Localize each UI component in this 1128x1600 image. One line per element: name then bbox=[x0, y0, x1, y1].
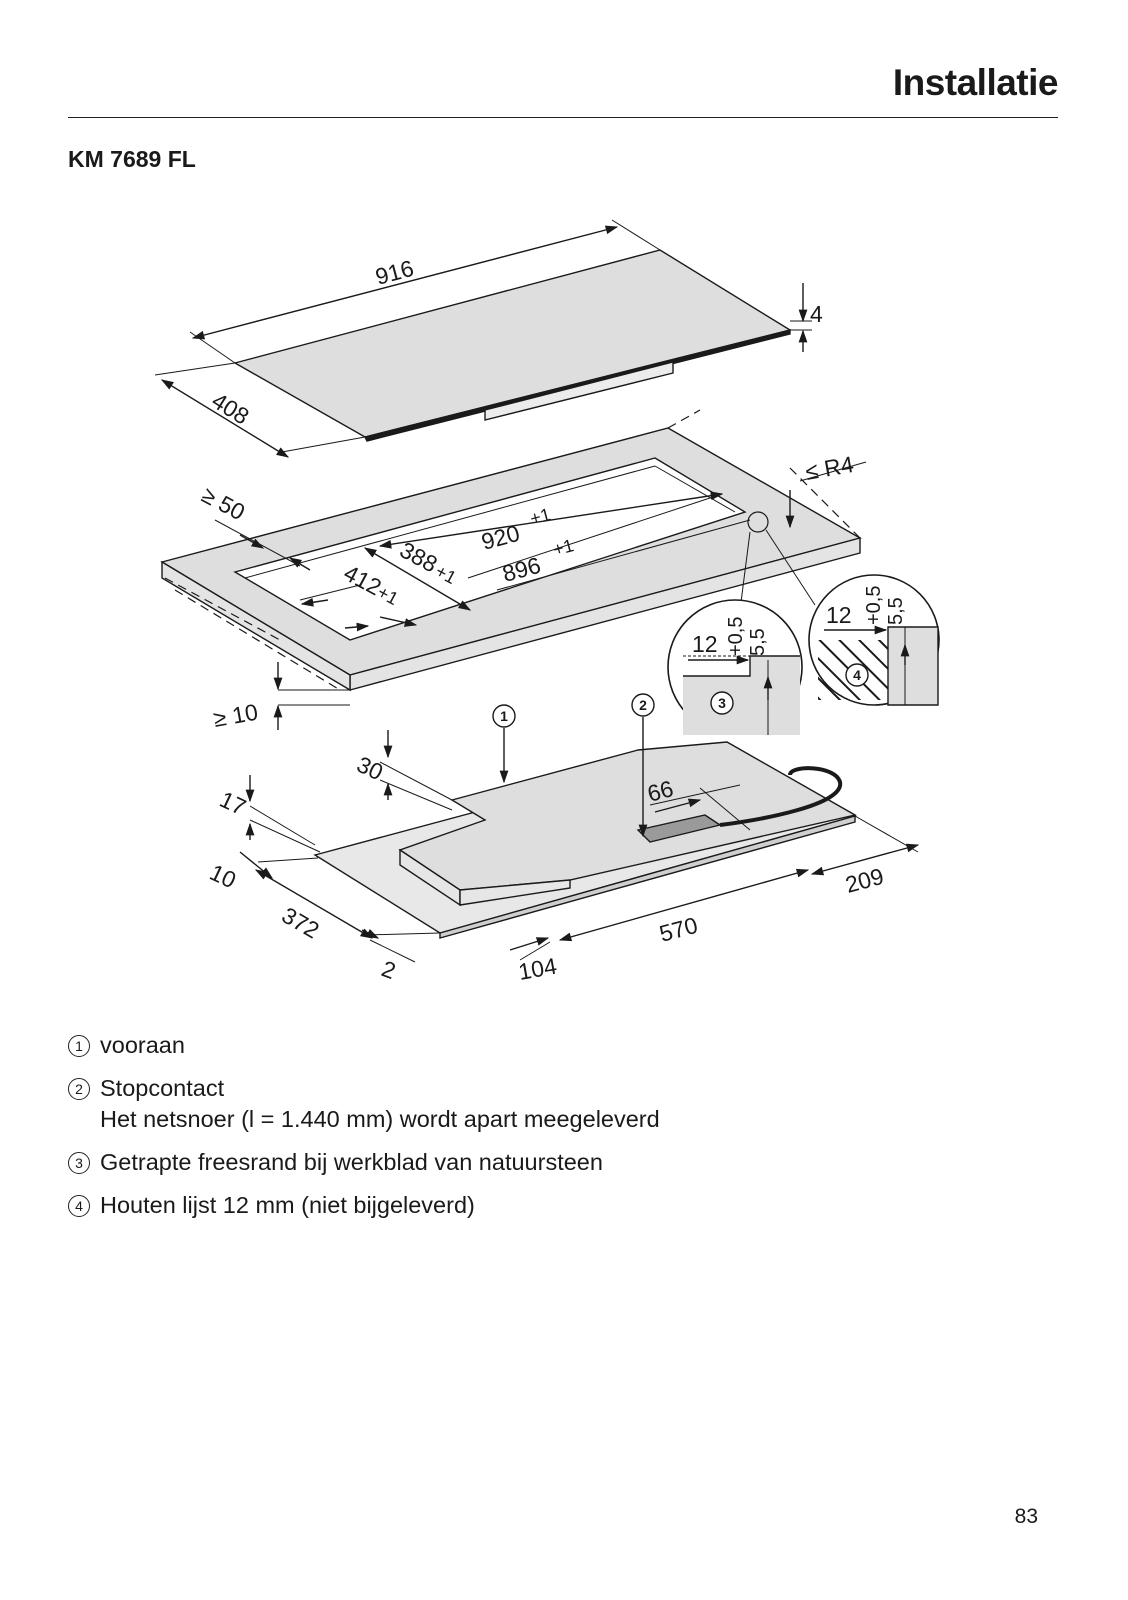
legend: 1 vooraan 2 Stopcontact Het netsnoer (l … bbox=[68, 1030, 968, 1233]
dim-388-tol: +1 bbox=[432, 561, 460, 588]
legend-item: 2 Stopcontact Het netsnoer (l = 1.440 mm… bbox=[68, 1073, 968, 1135]
detail3-tol: +0,5 bbox=[725, 617, 747, 656]
detail3-dim-55: 5,5 bbox=[747, 628, 769, 656]
dim-916: 916 bbox=[373, 255, 417, 290]
legend-number: 2 bbox=[68, 1078, 90, 1100]
dim-30: 30 bbox=[353, 751, 387, 785]
callout-3: 3 bbox=[718, 695, 726, 711]
model-heading: KM 7689 FL bbox=[68, 146, 196, 172]
dim-920: 920 bbox=[479, 520, 523, 555]
legend-text: Stopcontact bbox=[100, 1075, 225, 1101]
dim-896-tol: +1 bbox=[551, 535, 576, 560]
dim-radius-4: ≤ R4 bbox=[803, 451, 855, 485]
callout-1: 1 bbox=[500, 708, 508, 724]
legend-item: 1 vooraan bbox=[68, 1030, 968, 1061]
cooktop-base-unit bbox=[313, 741, 857, 939]
legend-item: 4 Houten lijst 12 mm (niet bijgeleverd) bbox=[68, 1190, 968, 1221]
dim-min-10: ≥ 10 bbox=[211, 699, 259, 732]
dim-2: 2 bbox=[378, 955, 399, 984]
dim-408: 408 bbox=[207, 387, 253, 429]
dim-372: 372 bbox=[278, 902, 324, 944]
detail4-tol: +0,5 bbox=[863, 586, 885, 625]
callout-4: 4 bbox=[853, 667, 861, 683]
legend-number: 3 bbox=[68, 1152, 90, 1174]
cooktop-glass bbox=[233, 249, 792, 442]
callout-2: 2 bbox=[639, 697, 647, 713]
installation-drawing: 916 408 4 ≤ R4 ≥ 50 920 +1 896 +1 388 +1… bbox=[154, 219, 940, 985]
detail-4-wooden-strip bbox=[808, 574, 940, 706]
header-divider bbox=[68, 117, 1058, 118]
detail4-dim-12: 12 bbox=[826, 602, 852, 628]
dim-920-tol: +1 bbox=[528, 504, 553, 529]
dim-104: 104 bbox=[516, 953, 559, 985]
legend-text: vooraan bbox=[100, 1032, 185, 1058]
countertop-cutout bbox=[160, 427, 862, 692]
legend-text: Houten lijst 12 mm (niet bijgeleverd) bbox=[100, 1192, 475, 1218]
legend-number: 4 bbox=[68, 1195, 90, 1217]
dim-17: 17 bbox=[216, 786, 250, 820]
dim-10: 10 bbox=[206, 859, 240, 893]
detail3-dim-12: 12 bbox=[692, 631, 718, 657]
dim-min-50: ≥ 50 bbox=[198, 481, 250, 525]
legend-number: 1 bbox=[68, 1035, 90, 1057]
dim-thickness-4: 4 bbox=[810, 301, 823, 327]
page-number: 83 bbox=[1014, 1505, 1038, 1528]
detail-3-natural-stone bbox=[667, 599, 803, 735]
dim-570: 570 bbox=[657, 912, 701, 947]
legend-item: 3 Getrapte freesrand bij werkblad van na… bbox=[68, 1147, 968, 1178]
page-title: Installatie bbox=[892, 62, 1059, 103]
dim-209: 209 bbox=[843, 863, 887, 898]
legend-subtext: Het netsnoer (l = 1.440 mm) wordt apart … bbox=[100, 1106, 660, 1132]
legend-text: Getrapte freesrand bij werkblad van natu… bbox=[100, 1149, 603, 1175]
detail4-dim-55: 5,5 bbox=[885, 597, 907, 625]
